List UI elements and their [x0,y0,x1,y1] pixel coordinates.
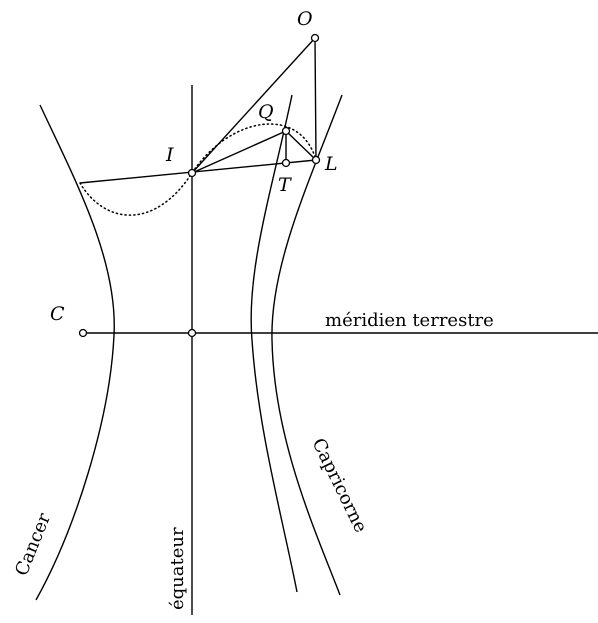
capricorn-outer-curve [271,94,343,596]
label-O: O [297,8,313,30]
label-C: C [50,303,65,325]
segment-OI [191,37,316,174]
capricorn-inner-curve [250,94,298,593]
segment-IQ [191,130,287,174]
cancer-curve [35,104,115,601]
label-I: I [165,144,174,166]
point-Q [281,126,291,136]
point-origin [187,328,197,338]
point-I [187,168,197,178]
segment-QL [285,130,317,161]
segment-OL [314,37,317,161]
label-cancer: Cancer [11,510,55,579]
chord-line [79,159,317,184]
label-L: L [324,153,338,175]
point-T [281,158,291,168]
label-capricorn: Capricorne [308,435,372,536]
label-equator: équateur [167,527,188,610]
point-C [78,328,88,338]
point-L [311,155,321,165]
label-meridian: méridien terrestre [325,310,494,331]
point-O [310,33,320,43]
label-Q: Q [258,101,274,123]
label-T: T [278,174,292,196]
